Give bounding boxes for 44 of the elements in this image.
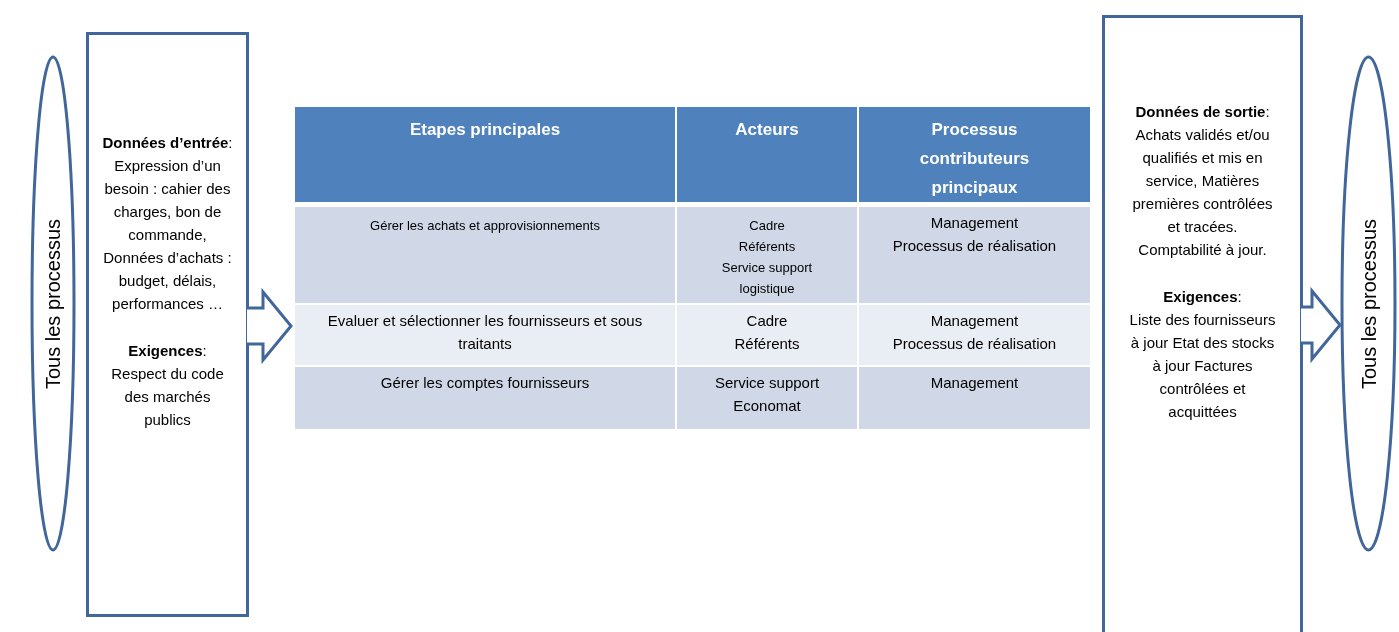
- cell-text: Processus contributeurs principaux: [918, 119, 1031, 199]
- cell-text: Management: [929, 213, 1020, 233]
- cell-text: Gérer les achats et approvisionnements: [369, 217, 601, 235]
- section-heading: Données de sortie:: [1134, 102, 1271, 122]
- table-cell: [677, 207, 857, 303]
- cell-text: Management: [929, 373, 1020, 393]
- cell-text: Service support: [713, 373, 821, 393]
- block-arrow: [245, 287, 293, 365]
- cell-text: Processus de réalisation: [891, 236, 1058, 256]
- process-ellipse: [1340, 55, 1397, 552]
- cell-text: Processus de réalisation: [891, 334, 1058, 354]
- cell-text: Service support logistique: [720, 259, 814, 298]
- process-ellipse: [30, 55, 76, 552]
- cell-text: Etapes principales: [408, 119, 562, 141]
- cell-text: Gérer les comptes fournisseurs: [379, 373, 591, 393]
- data-box: [1102, 15, 1303, 632]
- table-cell: [295, 207, 675, 303]
- cell-text: Référents: [737, 238, 797, 256]
- table-cell: [295, 367, 675, 429]
- ellipse-label: Tous les processus: [1356, 218, 1381, 389]
- table-cell: [677, 367, 857, 429]
- cell-text: Cadre: [748, 217, 786, 235]
- header-cell: [677, 107, 857, 202]
- section-heading: Exigences:: [127, 341, 208, 361]
- block-arrow: [1299, 286, 1342, 364]
- cell-text: Cadre: [745, 311, 789, 331]
- cell-text: Acteurs: [734, 119, 800, 141]
- cell-text: Référents: [733, 334, 801, 354]
- cell-text: Management: [929, 311, 1020, 331]
- cell-text: Evaluer et sélectionner les fournisseurs et sous traitants: [326, 311, 644, 354]
- section-heading: Données d’entrée:: [101, 133, 234, 153]
- data-box: [86, 32, 249, 617]
- section-text: Liste des fournisseurs à jour Etat des stocks à jour Factures contrôlées et acquittées: [1128, 310, 1277, 422]
- process-table: [295, 107, 1090, 429]
- header-cell: [295, 107, 675, 202]
- ellipse-label: Tous les processus: [41, 218, 65, 389]
- section-text: Achats validés et/ou qualifiés et mis en service, Matières premières contrôlées et tracées. Comptabilité à jour.: [1131, 125, 1274, 260]
- table-cell: [859, 207, 1090, 303]
- header-cell: [859, 107, 1090, 202]
- cell-text: Economat: [732, 396, 802, 416]
- table-cell: [859, 367, 1090, 429]
- section-text: Respect du code des marchés publics: [110, 364, 225, 430]
- section-heading: Exigences:: [1162, 287, 1243, 307]
- section-text: Expression d’un besoin : cahier des charges, bon de commande, Données d’achats : budget, délais, performances …: [102, 156, 233, 314]
